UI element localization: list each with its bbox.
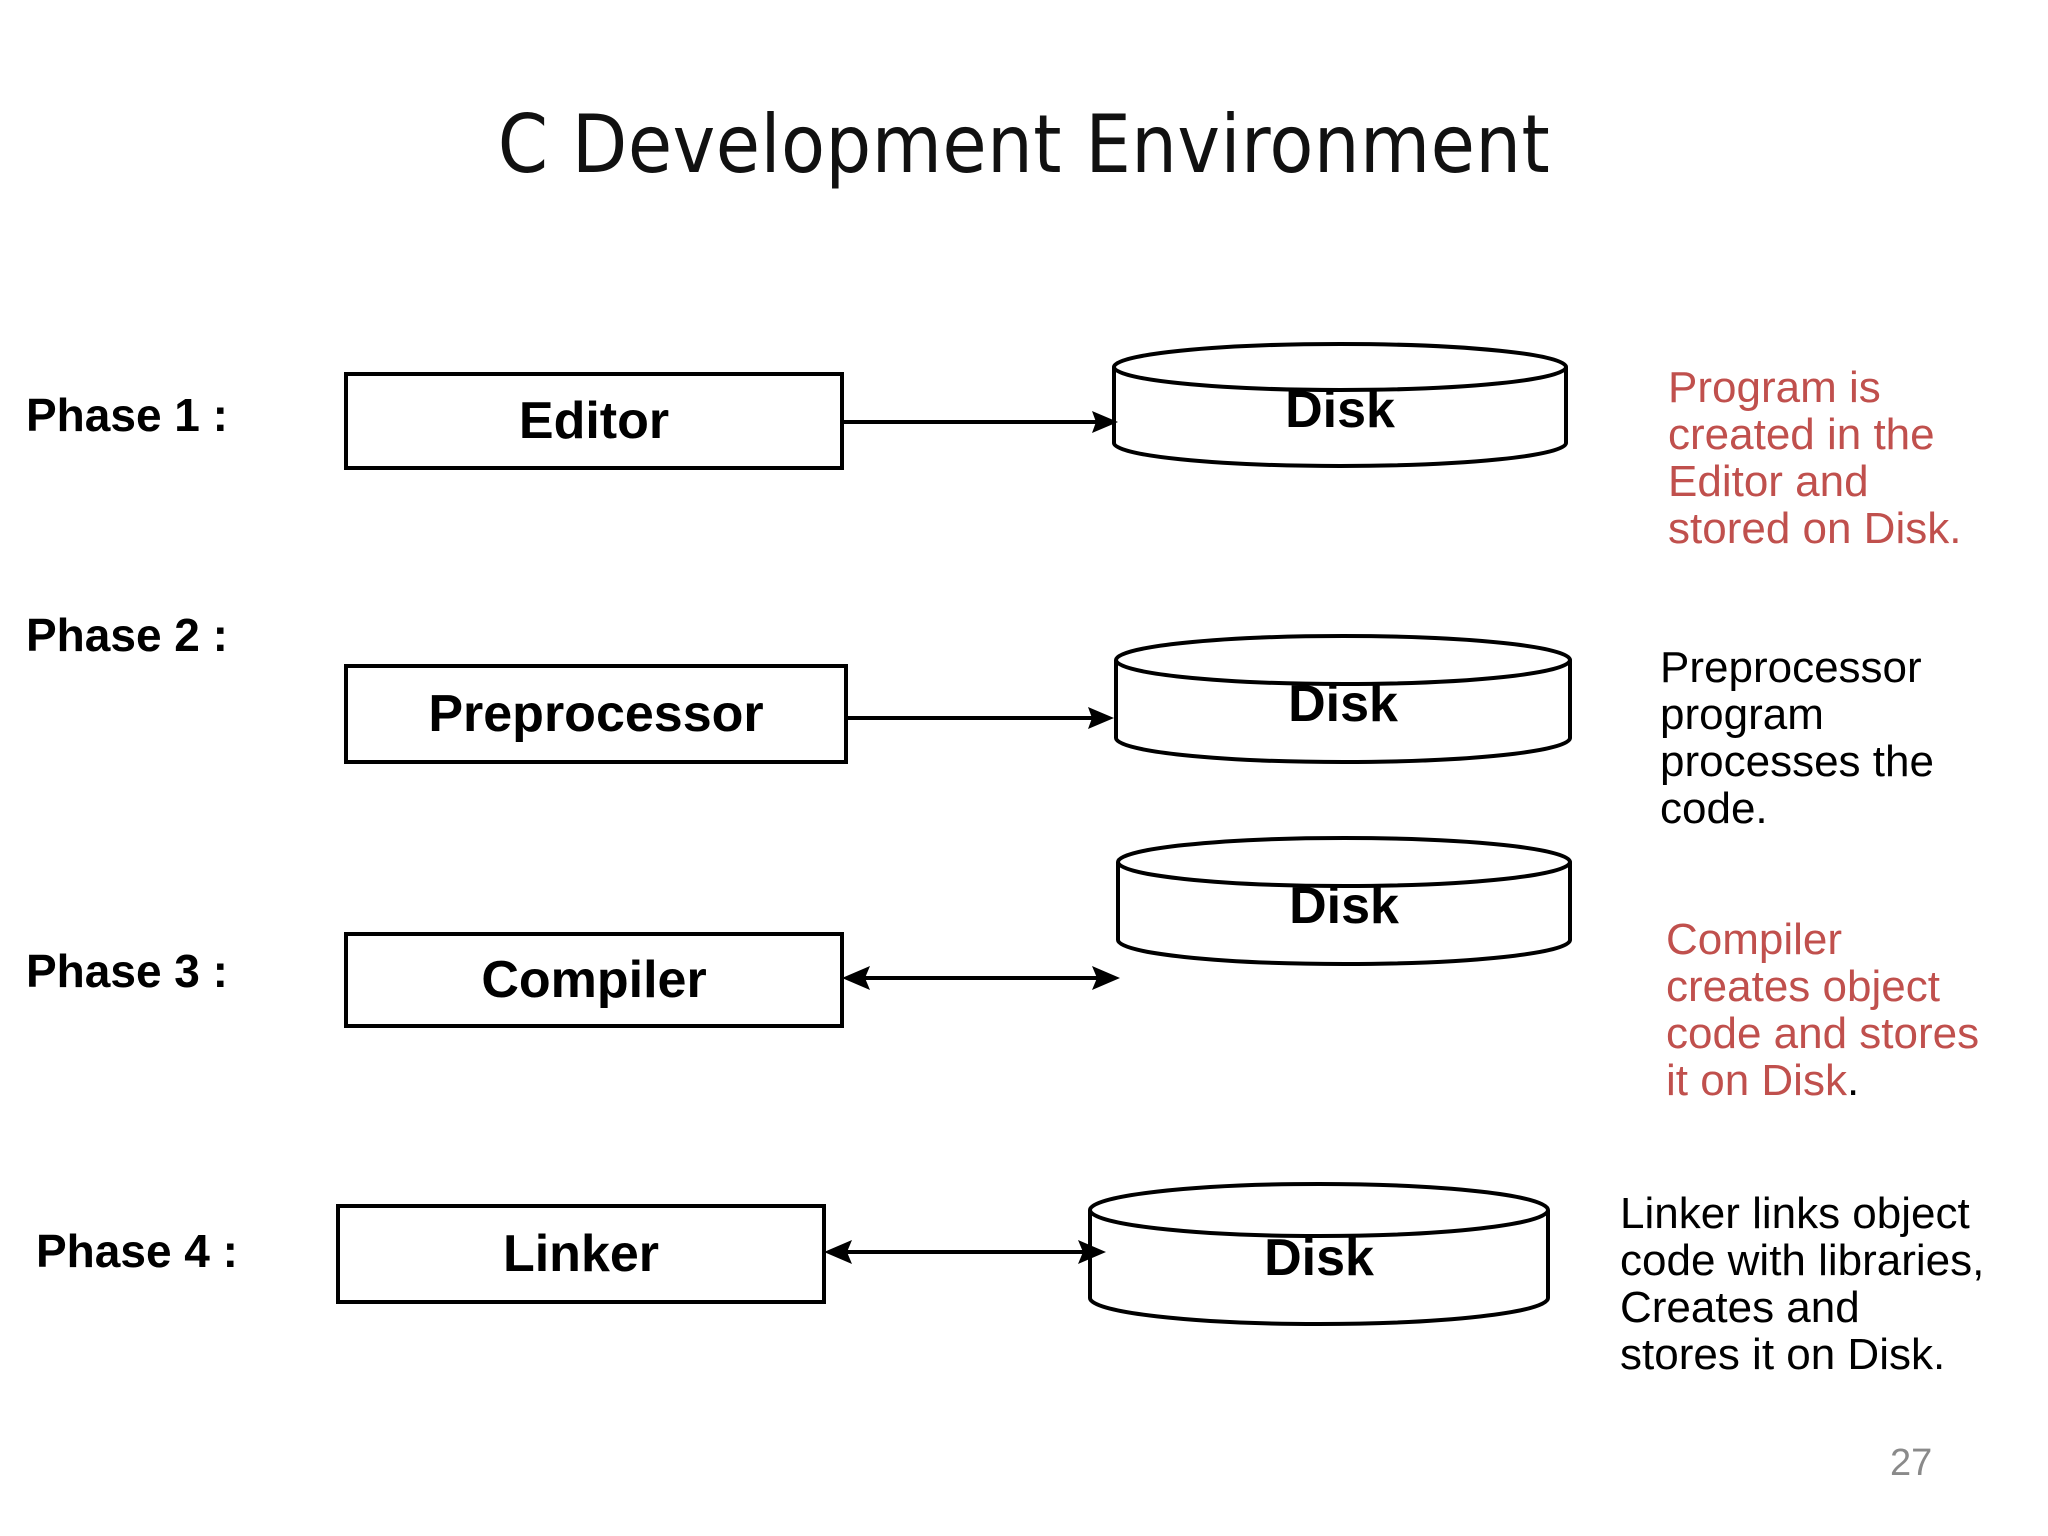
stage-box-label-editor: Editor	[518, 392, 670, 450]
disk-cylinder-4: Disk	[1086, 1180, 1552, 1332]
arrow-phase-4	[824, 1240, 1106, 1264]
note-line: code with libraries,	[1620, 1236, 1985, 1286]
disk-icon	[1114, 634, 1572, 764]
note-line-with-period: it on Disk.	[1666, 1057, 2048, 1104]
note-line: Preprocessor	[1660, 643, 1922, 692]
note-line: code and stores	[1666, 1009, 1980, 1059]
page-number: 27	[1890, 1442, 1933, 1484]
note-line: Linker links object	[1620, 1189, 1970, 1238]
disk-icon	[1112, 342, 1568, 468]
disk-icon	[1088, 1182, 1550, 1326]
note-line: Editor and	[1668, 457, 1869, 507]
note-line: Program is	[1668, 363, 1881, 412]
phase-note-1: Program is created in the Editor and sto…	[1668, 364, 2040, 552]
disk-cylinder-3: Disk	[1114, 834, 1574, 970]
page-title: C Development Environment	[497, 98, 1551, 191]
note-trailing-period: .	[1846, 1056, 1860, 1106]
note-line: Creates and	[1620, 1283, 1860, 1333]
phase-label-2: Phase 2 :	[26, 609, 228, 661]
stage-box-compiler[interactable]: Compiler	[344, 932, 844, 1028]
phase-label-1: Phase 1 :	[26, 389, 228, 441]
stage-box-label-compiler: Compiler	[481, 951, 707, 1009]
arrow-phase-2	[848, 707, 1114, 729]
stage-box-preprocessor[interactable]: Preprocessor	[344, 664, 848, 764]
phase-note-3: Compiler creates object code and stores …	[1666, 916, 2048, 1104]
note-line: Compiler	[1666, 915, 1843, 964]
disk-cylinder-1: Disk	[1110, 340, 1570, 470]
note-line: processes the	[1660, 737, 1934, 787]
note-line: it on Disk	[1666, 1056, 1847, 1106]
note-line: creates object	[1666, 962, 1940, 1012]
note-line: created in the	[1668, 410, 1935, 460]
phase-label-4: Phase 4 :	[36, 1225, 238, 1277]
arrow-phase-3	[842, 966, 1120, 990]
phase-note-4: Linker links object code with libraries,…	[1620, 1190, 2048, 1378]
note-line: stored on Disk.	[1668, 504, 1962, 554]
note-line: code.	[1660, 784, 1768, 834]
stage-box-linker[interactable]: Linker	[336, 1204, 826, 1304]
phase-note-2: Preprocessor program processes the code.	[1660, 644, 2048, 832]
stage-box-label-linker: Linker	[502, 1225, 660, 1283]
arrow-phase-1	[842, 411, 1118, 433]
disk-cylinder-2: Disk	[1112, 632, 1574, 768]
note-line: program	[1660, 690, 1824, 740]
phase-label-3: Phase 3 :	[26, 945, 228, 997]
note-line: stores it on Disk.	[1620, 1330, 1946, 1380]
stage-box-editor[interactable]: Editor	[344, 372, 844, 470]
stage-box-label-preprocessor: Preprocessor	[428, 685, 764, 743]
disk-icon	[1116, 836, 1572, 966]
